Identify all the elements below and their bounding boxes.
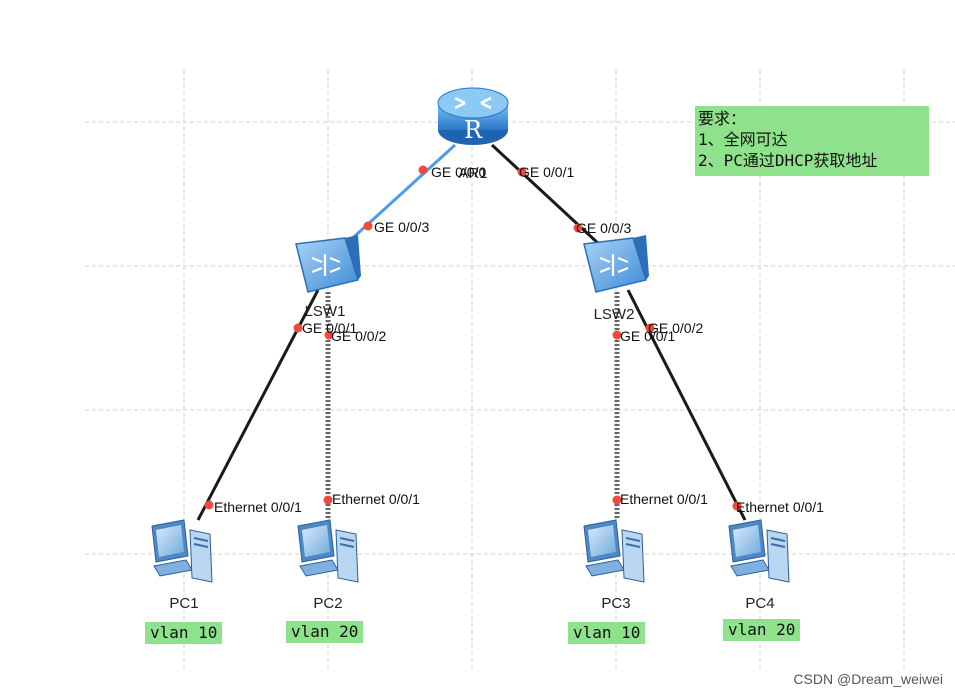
pc3-computer-icon[interactable]	[583, 519, 645, 583]
pc4-computer-icon[interactable]	[728, 519, 790, 583]
watermark: CSDN @Dream_weiwei	[793, 671, 943, 687]
pc2-computer-icon[interactable]	[297, 519, 359, 583]
port-label-lsw1-ge003: GE 0/0/3	[374, 219, 429, 235]
switch-lsw1[interactable]	[295, 235, 361, 293]
switch-arrows-icon	[599, 254, 629, 276]
port-dot-lsw2-ge002	[645, 323, 655, 333]
port-label-pc3-eth: Ethernet 0/0/1	[620, 491, 708, 507]
port-label-ar1-ge000: GE 0/0/0	[431, 164, 486, 180]
port-dots	[204, 165, 742, 511]
port-dot-ar1-ge000	[418, 165, 428, 175]
link-ar1-lsw1	[343, 143, 457, 247]
pc3-vlan-tag: vlan 10	[568, 622, 646, 644]
port-dot-lsw1-ge002	[324, 330, 334, 340]
pc4-vlan-tag: vlan 20	[723, 619, 801, 641]
port-label-lsw2-ge002: GE 0/0/2	[648, 320, 703, 336]
router-ar1[interactable]: R	[437, 87, 509, 145]
pc4-name: PC4	[745, 595, 774, 612]
port-dot-lsw1-ge003	[363, 221, 373, 231]
port-label-lsw2-ge001: GE 0/0/1	[620, 328, 675, 344]
port-label-lsw2-ge003: GE 0/0/3	[576, 220, 631, 236]
requirement-item-1: 1、全网可达	[698, 130, 788, 149]
port-label-pc2-eth: Ethernet 0/0/1	[332, 491, 420, 507]
requirements-title: 要求：	[698, 109, 747, 128]
router-r-glyph: R	[464, 116, 483, 144]
port-dot-pc2-eth	[323, 495, 333, 505]
pc2-name: PC2	[313, 595, 342, 612]
port-label-ar1-ge001: GE 0/0/1	[519, 164, 574, 180]
port-label-lsw1-ge001: GE 0/0/1	[302, 320, 357, 336]
port-label-pc1-eth: Ethernet 0/0/1	[214, 499, 302, 515]
port-dot-lsw2-ge001	[612, 330, 622, 340]
port-dot-ar1-ge001	[517, 167, 527, 177]
lsw1-name: LSW1	[305, 303, 346, 320]
port-label-lsw1-ge002: GE 0/0/2	[331, 328, 386, 344]
router-arrows-icon	[454, 96, 492, 110]
switch-arrows-icon	[311, 254, 341, 276]
port-dot-pc4-eth	[732, 501, 742, 511]
switch-lsw2[interactable]	[583, 235, 649, 293]
port-dot-pc1-eth	[204, 500, 214, 510]
pc1-vlan-tag: vlan 10	[145, 622, 223, 644]
port-label-pc4-eth: Ethernet 0/0/1	[736, 499, 824, 515]
requirement-item-2: 2、PC通过DHCP获取地址	[698, 151, 878, 170]
pc1-name: PC1	[169, 595, 198, 612]
pc3-name: PC3	[601, 595, 630, 612]
router-name: AR1	[458, 165, 487, 182]
port-dot-lsw2-ge003	[573, 223, 583, 233]
lsw2-name: LSW2	[594, 306, 635, 323]
requirements-note: 要求： 1、全网可达 2、PC通过DHCP获取地址	[695, 106, 929, 176]
port-dot-lsw1-ge001	[293, 323, 303, 333]
port-dot-pc3-eth	[612, 495, 622, 505]
pc2-vlan-tag: vlan 20	[286, 621, 364, 643]
pc1-computer-icon[interactable]	[151, 519, 213, 583]
